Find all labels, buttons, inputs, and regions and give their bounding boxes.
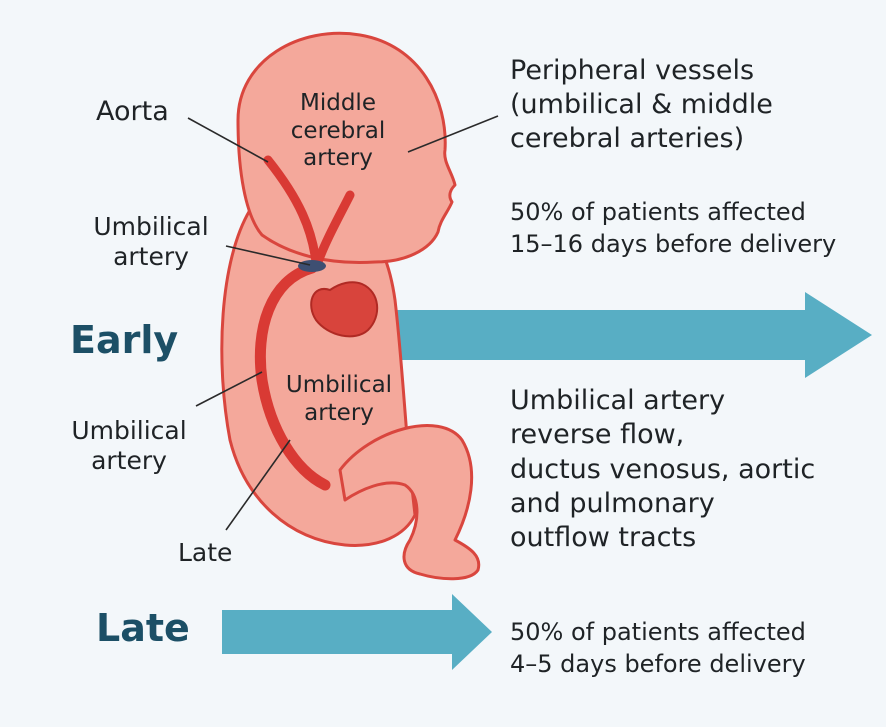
late-info-stat: 50% of patients affected 4–5 days before… <box>510 616 806 681</box>
late-arrow <box>222 594 492 670</box>
late-small-label: Late <box>178 538 232 568</box>
aorta-label: Aorta <box>96 96 169 128</box>
early-phase-label: Early <box>70 318 178 362</box>
umbilical-artery-body-label: Umbilical artery <box>276 372 402 427</box>
umbilical-artery-lower-label: Umbilical artery <box>54 416 204 476</box>
umbilical-artery-upper-label: Umbilical artery <box>76 212 226 272</box>
early-info-heading: Peripheral vessels (umbilical & middle c… <box>510 54 773 155</box>
middle-cerebral-artery-label: Middle cerebral artery <box>268 90 408 173</box>
late-phase-label: Late <box>96 606 190 650</box>
early-arrow <box>385 292 872 378</box>
early-info-stat: 50% of patients affected 15–16 days befo… <box>510 196 836 261</box>
late-info-heading: Umbilical artery reverse flow, ductus ve… <box>510 384 815 555</box>
vessel-junction <box>298 260 326 272</box>
